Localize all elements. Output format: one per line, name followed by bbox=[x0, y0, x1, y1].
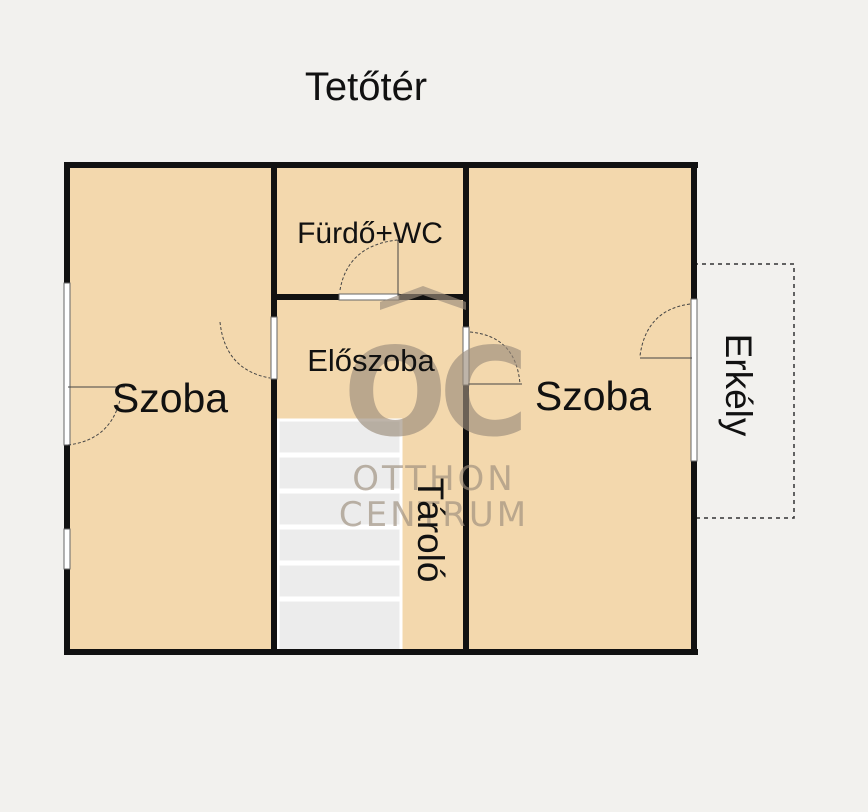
stair-step bbox=[276, 418, 403, 456]
room-label-tarolo: Tároló bbox=[410, 478, 451, 583]
watermark-roof-icon bbox=[380, 286, 466, 310]
watermark-line1: OTTHON bbox=[352, 459, 515, 499]
watermark-logo: OC bbox=[343, 322, 521, 464]
door-swing bbox=[339, 239, 399, 291]
stair-step bbox=[276, 598, 403, 654]
door-thresholds bbox=[270, 293, 470, 386]
window bbox=[63, 282, 71, 446]
door-swings bbox=[67, 239, 692, 446]
room-fills bbox=[68, 166, 694, 652]
window bbox=[63, 528, 71, 570]
room-label-furdo-wc: Fürdő+WC bbox=[297, 217, 443, 250]
windows bbox=[63, 282, 698, 570]
balcony-outline bbox=[694, 263, 795, 519]
staircase bbox=[276, 418, 403, 654]
window bbox=[690, 298, 698, 462]
floor-title: Tetőtér bbox=[305, 65, 427, 109]
stair-step bbox=[276, 454, 403, 492]
room-fill bbox=[467, 166, 694, 652]
room-label-left-szoba: Szoba bbox=[112, 375, 228, 421]
watermark-line2: CENTRUM bbox=[339, 495, 529, 535]
room-fill bbox=[401, 419, 465, 652]
room-label-right-szoba: Szoba bbox=[535, 373, 651, 419]
walls bbox=[64, 162, 698, 655]
door-threshold bbox=[270, 316, 278, 380]
stair-step bbox=[276, 526, 403, 564]
stair-step bbox=[276, 562, 403, 600]
room-label-eloszoba: Előszoba bbox=[307, 343, 435, 378]
room-fill bbox=[68, 166, 274, 652]
door-threshold bbox=[462, 326, 470, 386]
door-swing bbox=[219, 321, 271, 379]
door-swing bbox=[67, 399, 121, 446]
watermark: OC OTTHON CENTRUM bbox=[339, 286, 529, 535]
door-swing bbox=[469, 331, 521, 385]
room-label-erkely: Erkély bbox=[718, 334, 759, 437]
stair-step bbox=[276, 490, 403, 528]
room-fill bbox=[276, 166, 465, 299]
room-fill bbox=[276, 297, 465, 421]
